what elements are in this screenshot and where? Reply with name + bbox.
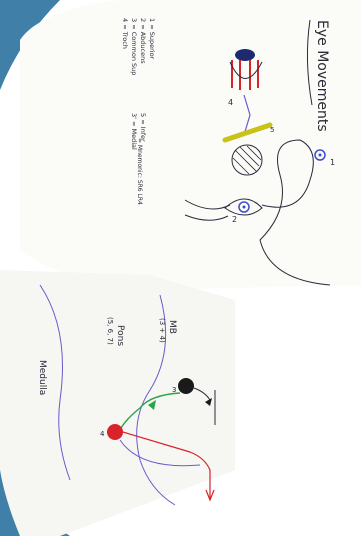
legend-line-3: 3 = Common Sup: [130, 18, 138, 75]
title-text: Eye Movements: [314, 20, 330, 132]
label-n4: 4: [228, 98, 233, 107]
eye-right-diagram: 1: [314, 149, 335, 167]
legend: 1 = Superior 2 = Abducens 3 = Common Sup…: [121, 18, 156, 205]
eye-top-diagram: 4: [228, 49, 263, 136]
eye-bottom-diagram: 2: [224, 198, 263, 224]
bottom-sheet: [0, 270, 235, 536]
label-n1: 1: [330, 158, 335, 167]
top-sheet-content: Eye Movements 1 = Superior 2 = Abducens …: [121, 18, 335, 286]
yellow-stroke: [222, 122, 273, 143]
nucleus-black: [178, 378, 194, 394]
bottom-sheet-content: MB (3 + 4) Pons (5, 6, 7) Medulla 3 4: [37, 284, 216, 506]
label-n4-red: 4: [100, 430, 105, 438]
hatched-circle: [231, 144, 263, 176]
legend-line-5: 5 = Infer: [139, 113, 147, 142]
red-pathway: [122, 431, 211, 500]
legend-line-6: 3' = Medial: [130, 113, 138, 150]
label-n3: 3: [172, 386, 176, 394]
label-n2: 2: [232, 215, 237, 224]
mb-sub: (3 + 4): [158, 318, 166, 343]
top-sheet: [20, 0, 361, 290]
mb-label: MB: [167, 320, 177, 334]
legend-line-1: 1 = Superior: [148, 18, 156, 60]
pons-sub: (5, 6, 7): [106, 317, 114, 345]
brainstem-outline-left: [39, 284, 71, 481]
label-n5: 5: [270, 126, 274, 134]
medulla-label: Medulla: [37, 360, 47, 395]
pons-label: Pons: [115, 325, 125, 346]
legend-line-2: 2 = Abducens: [139, 18, 147, 64]
brainstem-outline-right: [136, 294, 176, 506]
orbit-outline: [184, 139, 331, 286]
footnote: = Mnemonic: SR6 LR4: [136, 138, 143, 205]
nucleus-red: [107, 424, 123, 440]
green-pathway: [119, 392, 181, 431]
legend-line-4: 4 = Troch: [121, 18, 129, 49]
